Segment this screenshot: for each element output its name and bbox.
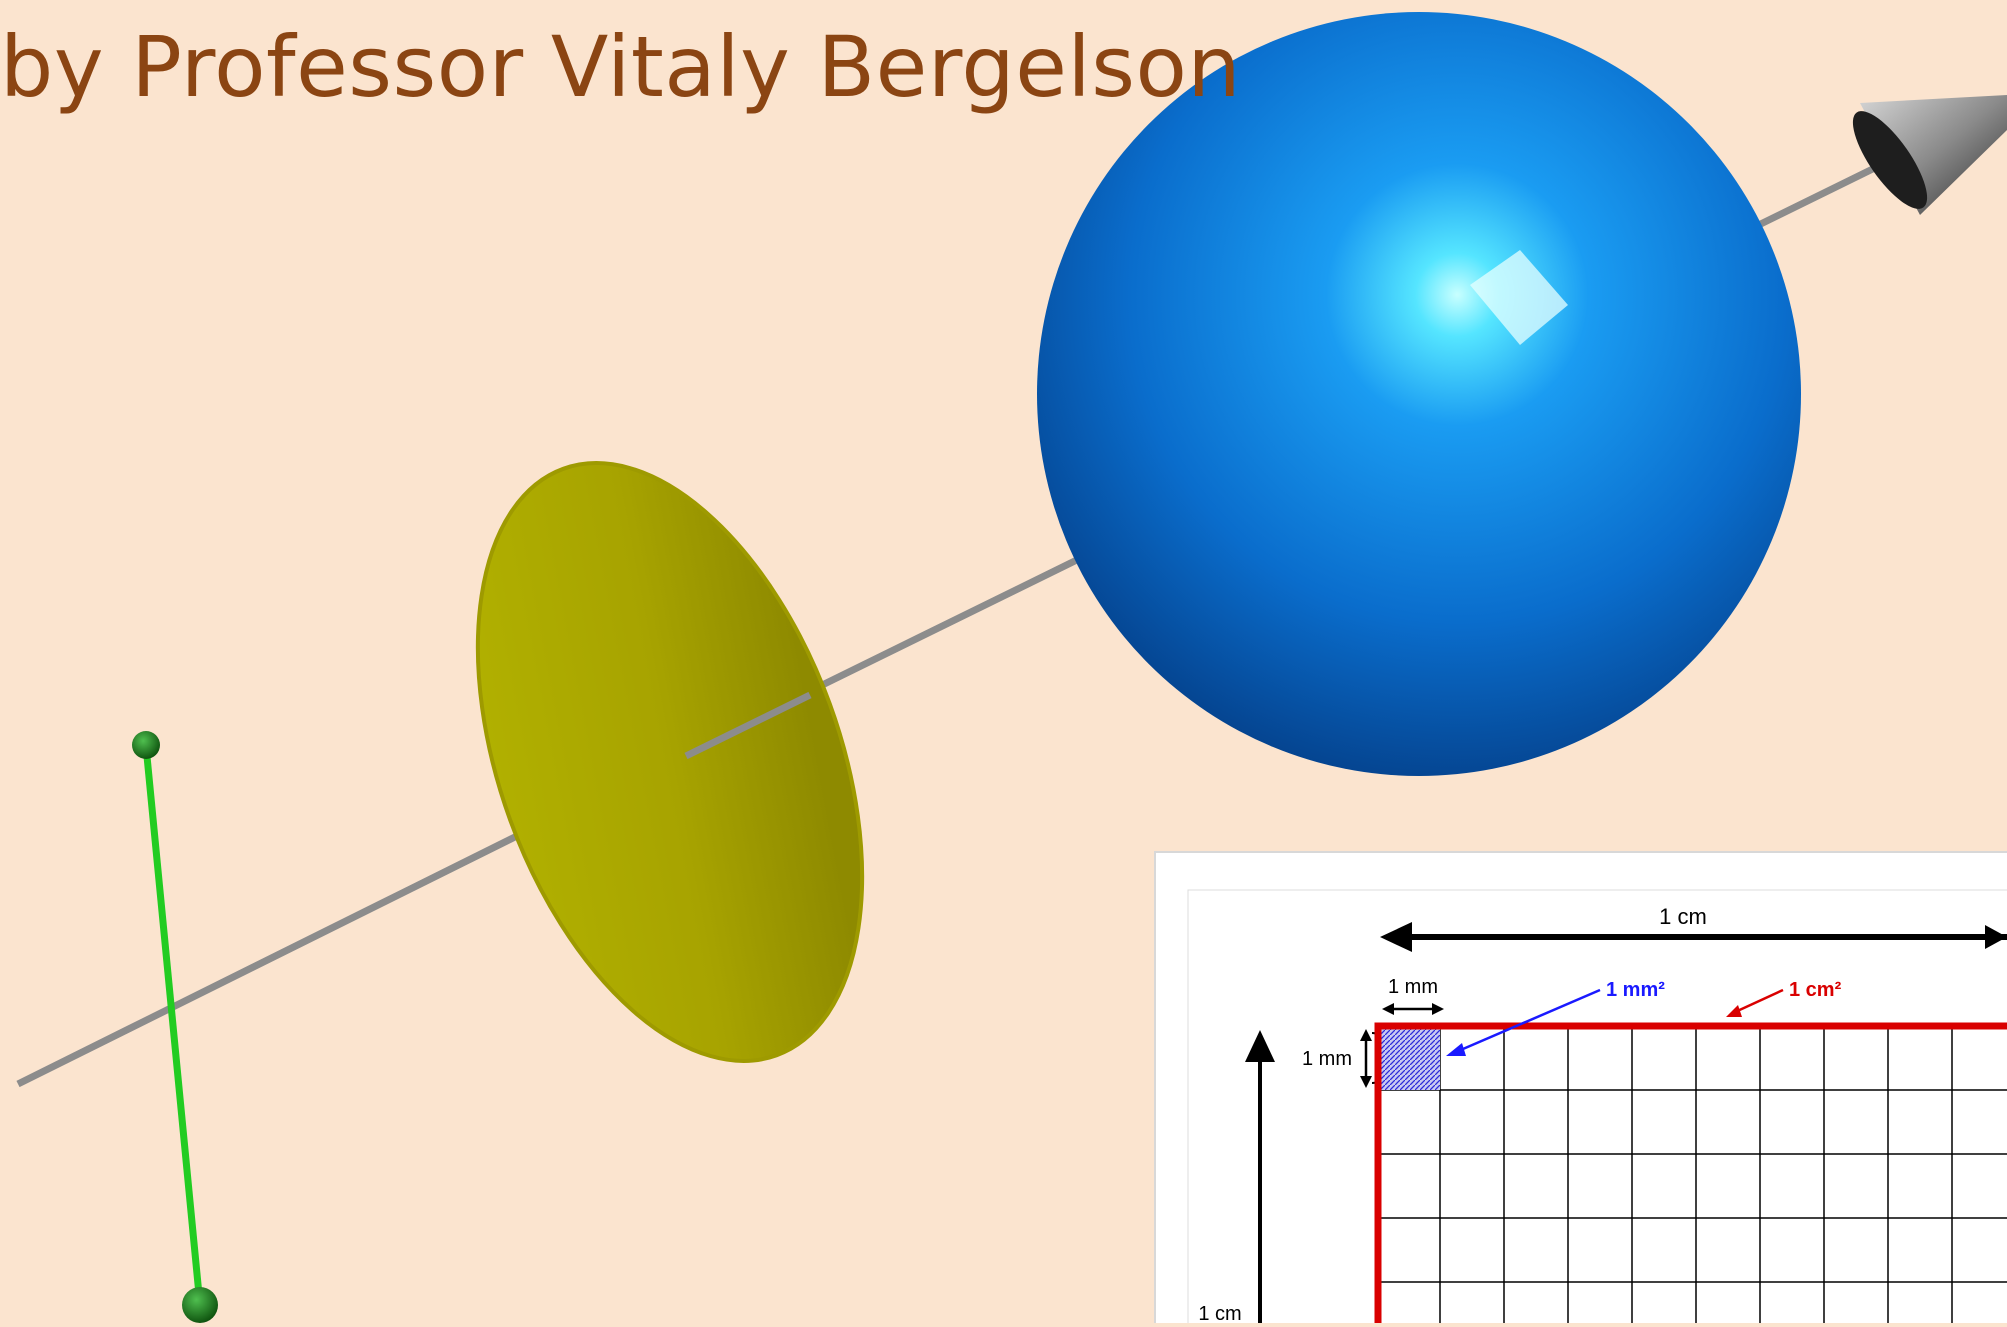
small-width-arrowhead-left — [1382, 1003, 1394, 1015]
side-dimension-label: 1 cm — [1198, 1303, 1241, 1323]
mm2-pointer — [1455, 988, 1601, 1054]
axis-line-front-of-disk — [684, 691, 812, 760]
top-dimension-arrowhead-right — [1985, 925, 2007, 949]
small-height-arrowhead-top — [1360, 1029, 1372, 1041]
cm2-pointer — [1732, 988, 1784, 1015]
area-units-inset: 1 cm 1 mm 1 mm 1 cm — [1154, 851, 2007, 1327]
small-height-label: 1 mm — [1302, 1048, 1352, 1070]
small-width-arrowhead-right — [1432, 1003, 1444, 1015]
side-dimension-arrowhead — [1245, 1030, 1275, 1062]
mm2-label: 1 mm² — [1606, 979, 1665, 1001]
yellow-disk — [475, 461, 865, 1063]
top-dimension-label: 1 cm — [1659, 904, 1707, 929]
small-width-label: 1 mm — [1388, 976, 1438, 998]
cm2-pointer-head — [1726, 1005, 1742, 1017]
mm2-square — [1380, 1028, 1440, 1090]
cm2-square-outline — [1374, 1022, 2007, 1323]
cone-base — [1852, 111, 1928, 209]
segment-endpoint-bottom — [182, 1287, 218, 1323]
inset-frame — [1187, 889, 2007, 1327]
sphere-highlight — [1470, 250, 1568, 345]
blue-sphere — [1037, 12, 1801, 776]
segment-endpoint-top — [132, 731, 160, 759]
mm2-pointer-head — [1446, 1043, 1466, 1056]
green-segment — [142, 745, 204, 1306]
cone-arrowhead — [1860, 95, 2007, 215]
top-dimension-arrowhead-left — [1380, 922, 1412, 952]
small-height-arrowhead-bottom — [1360, 1076, 1372, 1088]
cm2-label: 1 cm² — [1789, 979, 1842, 1001]
author-title: by Professor Vitaly Bergelson — [0, 18, 1242, 116]
